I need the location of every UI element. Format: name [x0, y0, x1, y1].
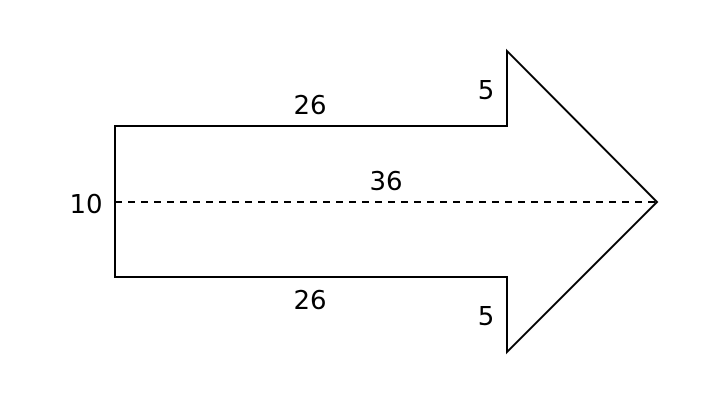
label-top-head-overhang: 5	[478, 76, 495, 106]
label-bottom-shaft-length: 26	[293, 286, 326, 316]
label-top-shaft-length: 26	[293, 91, 326, 121]
label-shaft-width: 10	[69, 190, 102, 220]
label-bottom-head-overhang: 5	[478, 302, 495, 332]
label-total-length: 36	[369, 167, 402, 197]
arrow-outline	[114, 48, 659, 355]
